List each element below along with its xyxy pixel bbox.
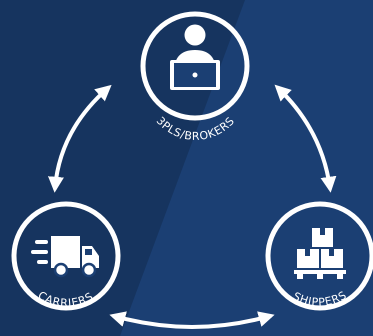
arrow-brokers-shippers xyxy=(274,84,337,193)
node-shippers-ring xyxy=(265,201,373,311)
arrow-carriers-shippers xyxy=(109,311,275,329)
node-brokers: 3PLS/BROKERS xyxy=(140,11,250,143)
node-carriers-ring xyxy=(11,201,121,311)
node-shippers: SHIPPERS xyxy=(265,201,373,311)
arrow-brokers-carriers xyxy=(47,84,112,193)
person-laptop-icon xyxy=(170,24,220,90)
node-brokers-ring xyxy=(140,11,250,121)
node-shippers-label: SHIPPERS xyxy=(291,288,349,308)
node-carriers: CARRIERS xyxy=(11,201,121,311)
delivery-truck-icon xyxy=(31,236,99,278)
boxes-on-pallet-icon xyxy=(294,228,346,279)
